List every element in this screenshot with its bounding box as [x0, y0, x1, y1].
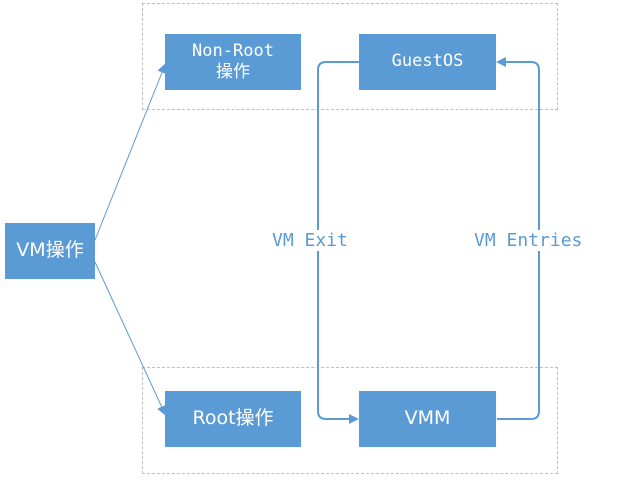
- root-operation-label: Root操作: [192, 407, 274, 430]
- root-region: [142, 367, 558, 474]
- arrow-to-non-root: [94, 63, 167, 241]
- vm-exit-label: VM Exit: [270, 230, 350, 251]
- guest-os-label: GuestOS: [391, 51, 464, 72]
- arrow-to-root: [94, 261, 167, 416]
- vmm-node: VMM: [359, 391, 496, 447]
- vm-operation-node: VM操作: [5, 223, 95, 279]
- vmm-label: VMM: [404, 407, 451, 430]
- non-root-region: [142, 3, 558, 110]
- non-root-operation-node: Non-Root 操作: [165, 34, 301, 90]
- root-operation-node: Root操作: [165, 391, 301, 447]
- guest-os-node: GuestOS: [359, 34, 496, 90]
- non-root-operation-label: Non-Root 操作: [192, 40, 274, 82]
- vm-entries-label: VM Entries: [472, 230, 585, 251]
- vm-operation-label: VM操作: [16, 239, 84, 262]
